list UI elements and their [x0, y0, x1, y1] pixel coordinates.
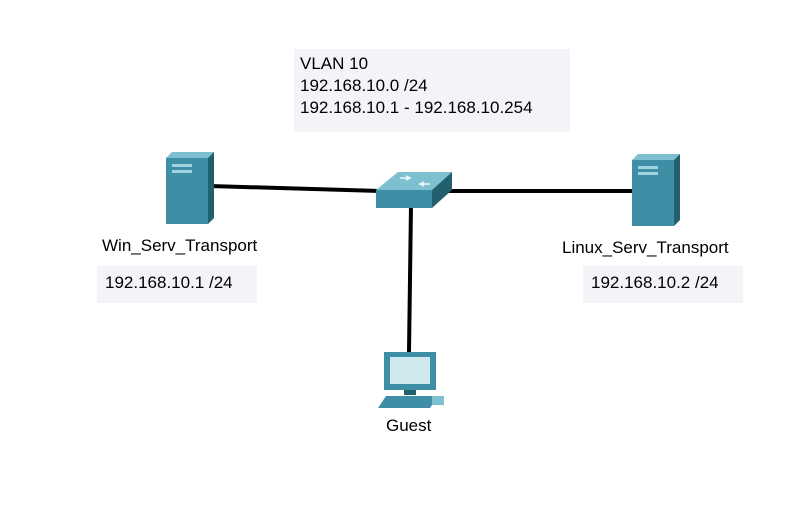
- vlan-range-text: 192.168.10.1 - 192.168.10.254: [300, 98, 533, 117]
- vlan-id-text: VLAN 10: [300, 54, 369, 73]
- server-icon[interactable]: [166, 152, 214, 224]
- guest-label: Guest: [386, 416, 432, 435]
- linux-server-ip-note: 192.168.10.2 /24: [583, 266, 743, 303]
- win-server-label: Win_Serv_Transport: [102, 236, 258, 255]
- link-switch-guest: [407, 204, 413, 353]
- vlan-subnet-text: 192.168.10.0 /24: [300, 76, 428, 95]
- linux-server-ip: 192.168.10.2 /24: [591, 273, 719, 292]
- win-server-ip-note: 192.168.10.1 /24: [97, 266, 257, 303]
- win-server-ip: 192.168.10.1 /24: [105, 273, 233, 292]
- linux-server-label: Linux_Serv_Transport: [562, 238, 729, 257]
- server-icon[interactable]: [632, 154, 680, 226]
- vlan-info-note: VLAN 10 192.168.10.0 /24 192.168.10.1 - …: [294, 49, 570, 132]
- pc-icon[interactable]: [378, 352, 444, 408]
- switch-icon[interactable]: [376, 172, 452, 208]
- link-win-switch: [209, 184, 381, 193]
